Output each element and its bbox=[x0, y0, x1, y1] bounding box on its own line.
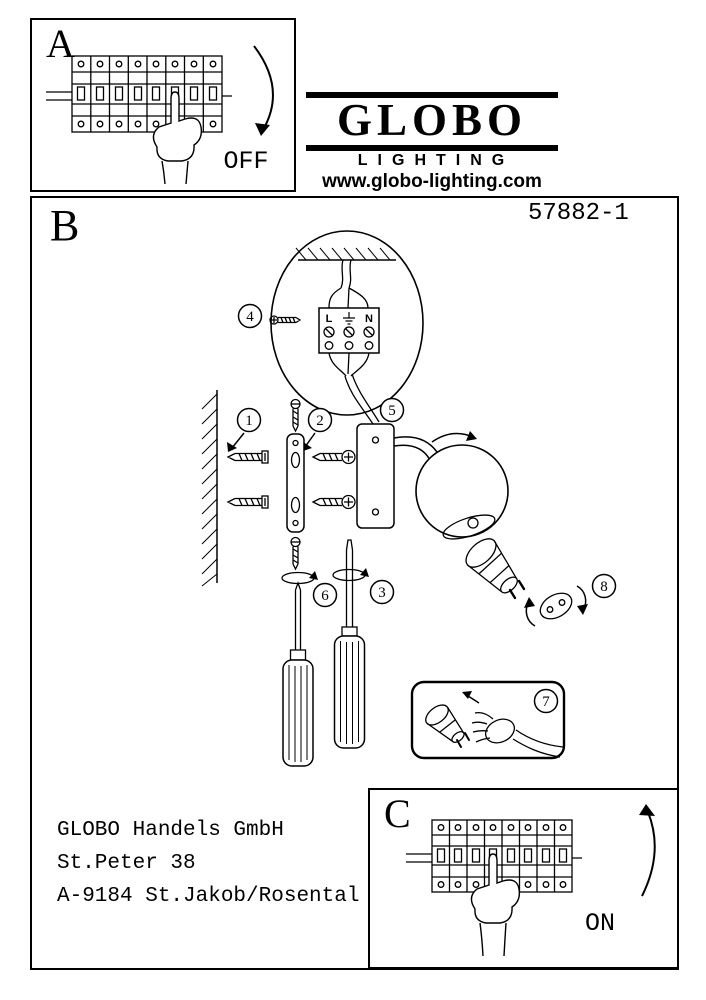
panel-a-label: A bbox=[46, 21, 75, 66]
earth-ground-symbol-icon bbox=[343, 312, 355, 325]
panel-b-drawing: L N 1 2 3 4 5 6 7 8 bbox=[201, 230, 617, 767]
step-3-number: 3 bbox=[378, 585, 386, 601]
logo-subtitle: LIGHTING bbox=[357, 151, 515, 169]
socket-rotation-arrows bbox=[524, 585, 588, 627]
pointing-hand-icon bbox=[152, 91, 203, 185]
panel-c-label: C bbox=[384, 791, 411, 836]
mounting-bracket bbox=[286, 433, 305, 533]
step-8-number: 8 bbox=[600, 579, 608, 595]
terminal-block bbox=[318, 307, 380, 354]
breaker-on-label: ON bbox=[585, 909, 615, 938]
company-address: GLOBO Handels GmbH St.Peter 38 A-9184 St… bbox=[57, 814, 359, 913]
screwdriver-rotation-arrows bbox=[281, 568, 369, 585]
wall-hatch bbox=[201, 390, 218, 587]
logo-wordmark: GLOBO bbox=[306, 92, 558, 151]
address-line-2: St.Peter 38 bbox=[57, 852, 196, 875]
fixing-screws bbox=[311, 449, 356, 510]
bracket-screw-bottom bbox=[290, 536, 301, 571]
step-markers bbox=[236, 303, 617, 714]
curved-arrow-up-icon bbox=[639, 804, 656, 897]
panel-c-drawing: ON bbox=[406, 804, 656, 957]
bracket-screw-top bbox=[290, 398, 301, 433]
brand-logo: GLOBO LIGHTING www.globo-lighting.com bbox=[306, 92, 558, 193]
cable-to-fixture bbox=[328, 352, 380, 425]
breaker-off-label: OFF bbox=[223, 147, 268, 176]
bulb-insertion-detail bbox=[410, 680, 566, 760]
ceiling-hatch bbox=[295, 247, 396, 261]
wall-anchor-screws bbox=[226, 450, 269, 509]
panel-b-label: B bbox=[50, 201, 80, 250]
step-1-arrowhead bbox=[227, 442, 237, 452]
panel-c: C ON bbox=[368, 788, 679, 969]
address-line-3: A-9184 St.Jakob/Rosental bbox=[57, 885, 360, 908]
arm-rotation-arrow bbox=[431, 431, 477, 443]
product-code: 57882-1 bbox=[528, 200, 629, 227]
curved-arrow-down-icon bbox=[253, 45, 274, 136]
socket-ring bbox=[539, 592, 573, 620]
lamp-arm bbox=[393, 436, 438, 461]
step-6-number: 6 bbox=[321, 588, 329, 604]
power-cable bbox=[328, 259, 369, 309]
terminal-label-l: L bbox=[326, 313, 333, 325]
phillips-screwdriver bbox=[282, 581, 314, 767]
lamp-head bbox=[415, 444, 509, 540]
step-2-number: 2 bbox=[316, 413, 324, 429]
hand-holding-bulb-icon bbox=[471, 711, 564, 758]
wall-plate bbox=[356, 423, 395, 529]
address-line-1: GLOBO Handels GmbH bbox=[57, 819, 284, 842]
step-4-number: 4 bbox=[246, 309, 254, 325]
gu10-bulb-small bbox=[425, 704, 470, 748]
flathead-screwdriver bbox=[333, 539, 366, 749]
step-7-number: 7 bbox=[542, 694, 550, 710]
terminal-screw-icon bbox=[269, 315, 302, 325]
circuit-breaker-row bbox=[406, 819, 582, 893]
step-5-number: 5 bbox=[388, 403, 396, 419]
step-1-arrow bbox=[231, 432, 245, 449]
gu10-bulb bbox=[465, 538, 526, 600]
terminal-label-n: N bbox=[365, 313, 373, 325]
step-1-number: 1 bbox=[245, 413, 253, 429]
panel-a-drawing: OFF bbox=[46, 45, 274, 185]
panel-a: A OFF bbox=[30, 18, 296, 192]
pointing-hand-icon bbox=[470, 853, 521, 957]
circuit-breaker-row bbox=[46, 55, 232, 133]
website-text: www.globo-lighting.com bbox=[322, 170, 542, 192]
